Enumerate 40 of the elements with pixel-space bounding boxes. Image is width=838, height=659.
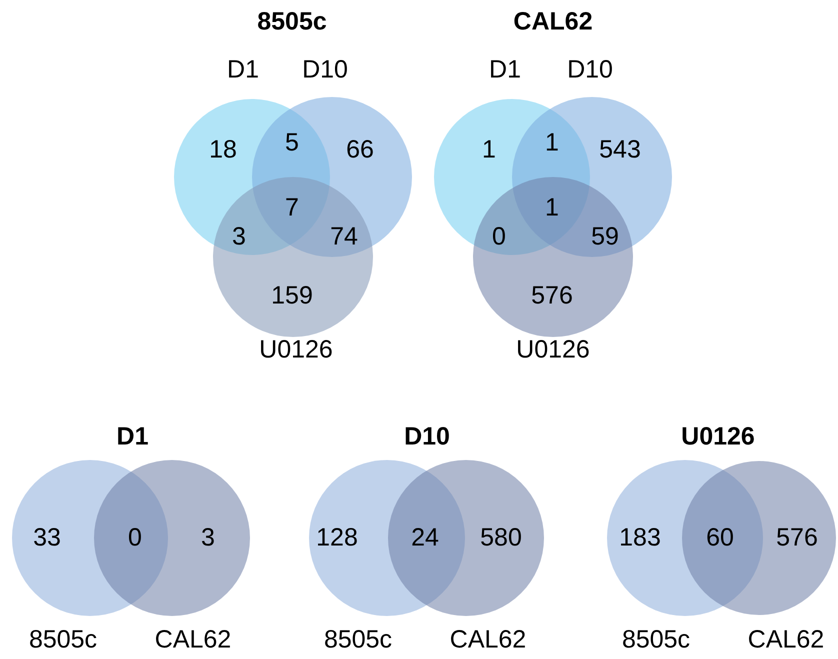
count-label: 60 bbox=[706, 526, 734, 550]
count-label: 18 bbox=[209, 138, 237, 162]
venn-title: 8505c bbox=[257, 10, 327, 34]
count-label: 0 bbox=[492, 224, 506, 250]
count-label: 7 bbox=[285, 196, 299, 220]
set-label: D10 bbox=[302, 58, 348, 82]
count-label: 543 bbox=[599, 138, 641, 162]
set-label: CAL62 bbox=[450, 628, 526, 652]
count-label: 580 bbox=[480, 526, 522, 550]
count-label: 3 bbox=[201, 526, 215, 550]
count-label: 5 bbox=[285, 130, 299, 156]
set-label: CAL62 bbox=[748, 628, 824, 652]
count-label: 33 bbox=[33, 526, 61, 550]
set-label: D10 bbox=[567, 58, 613, 82]
venn-title: U0126 bbox=[681, 424, 755, 450]
venn-title: CAL62 bbox=[513, 10, 593, 34]
venn-title: D1 bbox=[116, 424, 148, 450]
set-label: 8505c bbox=[28, 628, 98, 652]
set-label: U0126 bbox=[259, 338, 333, 362]
set-label: D1 bbox=[489, 58, 521, 82]
count-label: 1 bbox=[545, 130, 559, 156]
count-label: 59 bbox=[591, 224, 619, 250]
count-label: 1 bbox=[545, 196, 559, 220]
count-label: 3 bbox=[232, 224, 246, 250]
set-label: 8505c bbox=[324, 628, 392, 652]
set-label: CAL62 bbox=[154, 628, 232, 652]
set-label: 8505c bbox=[622, 628, 690, 652]
count-label: 576 bbox=[531, 284, 573, 308]
count-label: 0 bbox=[128, 526, 142, 550]
count-label: 159 bbox=[271, 284, 313, 308]
set-label: D1 bbox=[227, 58, 259, 82]
count-label: 183 bbox=[619, 526, 661, 550]
count-label: 24 bbox=[411, 526, 439, 550]
count-label: 66 bbox=[346, 138, 374, 162]
venn-title: D10 bbox=[404, 424, 450, 450]
set-label: U0126 bbox=[516, 338, 590, 362]
count-label: 1 bbox=[482, 138, 496, 162]
count-label: 576 bbox=[776, 526, 818, 550]
count-label: 128 bbox=[316, 526, 358, 550]
count-label: 74 bbox=[330, 224, 358, 250]
